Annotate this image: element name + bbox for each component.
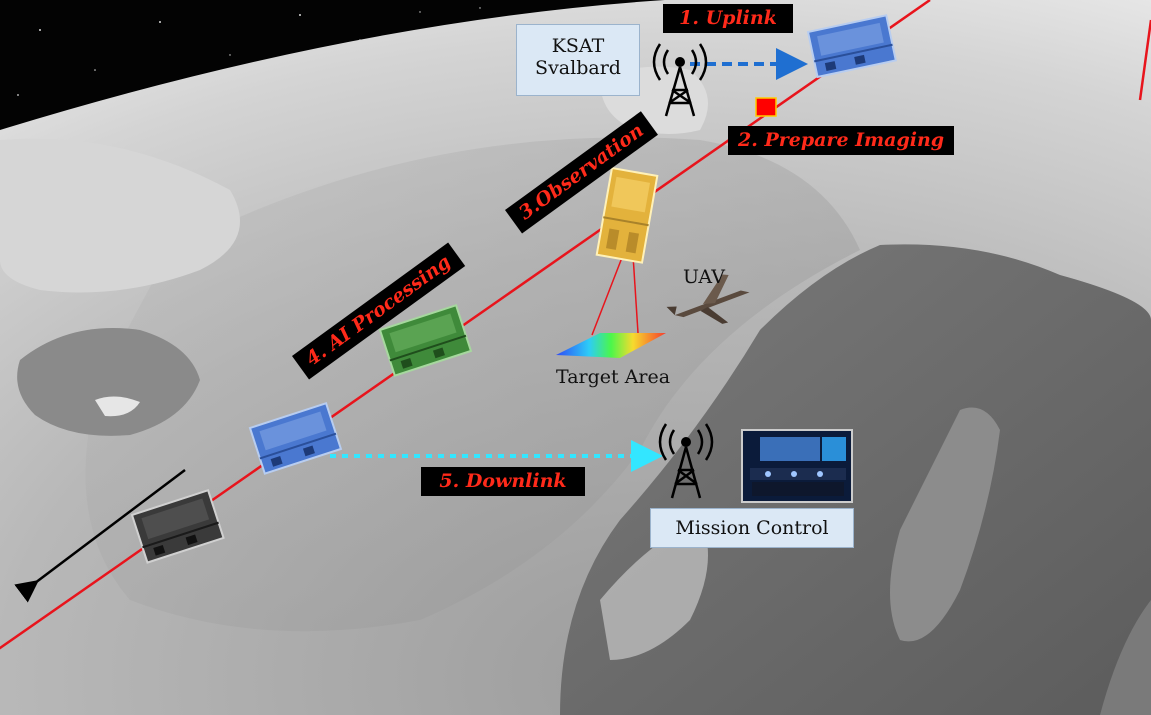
target-area-label: Target Area bbox=[556, 366, 671, 388]
step-uplink-label: 1. Uplink bbox=[663, 4, 793, 33]
landmass-east bbox=[1100, 600, 1151, 715]
ocean-region bbox=[85, 137, 861, 632]
satellite-downlink-icon bbox=[248, 402, 343, 475]
satellite-trailing-icon bbox=[130, 489, 225, 564]
island-iceland bbox=[17, 328, 201, 436]
glacier bbox=[95, 396, 140, 417]
landmass-west bbox=[0, 138, 240, 293]
target-area-map bbox=[556, 333, 666, 358]
station-label-line2: Svalbard bbox=[535, 57, 621, 79]
gulf-water bbox=[890, 407, 1000, 642]
drone-icon bbox=[666, 274, 750, 324]
snow-mountains bbox=[600, 520, 708, 660]
antenna-tower-south-icon bbox=[658, 423, 714, 499]
antenna-tower-north-icon bbox=[652, 43, 708, 117]
landmass-scandinavia bbox=[560, 244, 1151, 715]
satellite-uplink-icon bbox=[806, 14, 898, 79]
mission-control-text: Mission Control bbox=[675, 517, 829, 539]
direction-arrow bbox=[14, 469, 186, 603]
observation-beam-right bbox=[632, 254, 639, 334]
satellite-observation-icon bbox=[595, 166, 659, 264]
station-label-line1: KSAT bbox=[551, 35, 605, 57]
step-prepare-imaging-label: 2. Prepare Imaging bbox=[728, 126, 955, 155]
step-downlink-label: 5. Downlink bbox=[421, 467, 585, 496]
satellite-processing-icon bbox=[378, 304, 473, 377]
station-label-svalbard: KSAT Svalbard bbox=[516, 24, 640, 96]
imaging-marker bbox=[755, 97, 777, 117]
observation-beam-left bbox=[591, 254, 624, 336]
orbit-track-edge bbox=[1138, 19, 1151, 101]
uav-label: UAV bbox=[683, 266, 725, 288]
control-room-photo bbox=[741, 429, 853, 503]
station-label-mission-control: Mission Control bbox=[650, 508, 854, 548]
